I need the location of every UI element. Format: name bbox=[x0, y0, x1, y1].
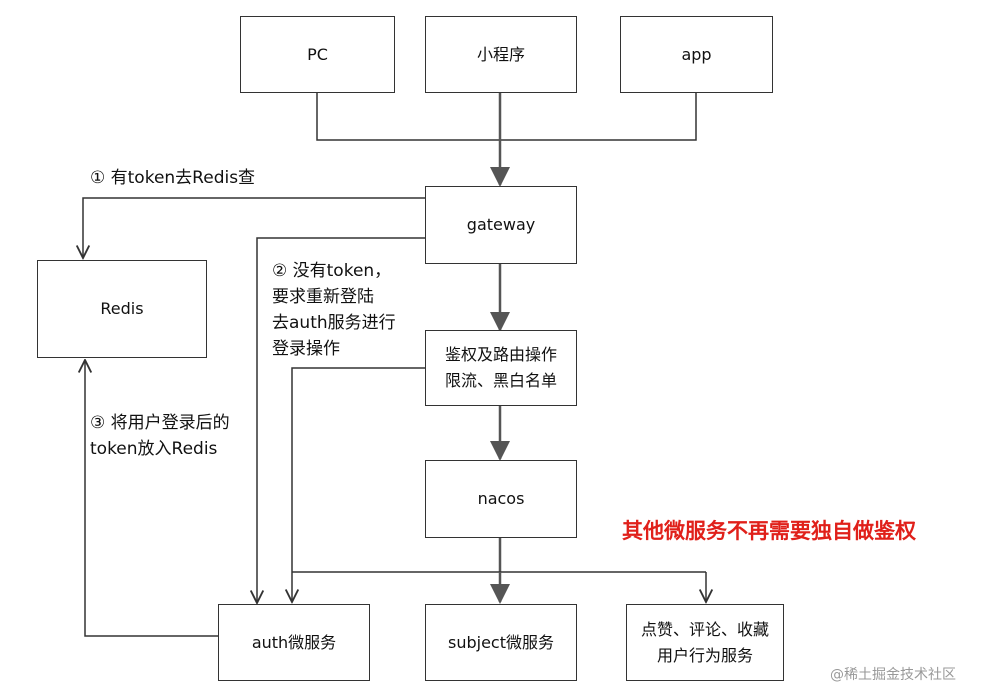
nacos-label: nacos bbox=[477, 489, 525, 509]
gateway-to-auth-service-arrow bbox=[257, 237, 425, 603]
miniprogram-node: 小程序 bbox=[425, 16, 577, 93]
auth-routing-node: 鉴权及路由操作 限流、黑白名单 bbox=[425, 330, 577, 406]
auth-service-label: auth微服务 bbox=[251, 632, 337, 652]
step3-note: ③ 将用户登录后的 token放入Redis bbox=[90, 413, 230, 459]
redis-label: Redis bbox=[100, 299, 144, 319]
redis-node: Redis bbox=[37, 260, 207, 358]
app-label: app bbox=[681, 44, 712, 64]
pc-node: PC bbox=[240, 16, 395, 93]
watermark-text: @稀土掘金技术社区 bbox=[830, 667, 956, 683]
gateway-node: gateway bbox=[425, 186, 577, 264]
auth-routing-label: 鉴权及路由操作 限流、黑白名单 bbox=[444, 345, 557, 390]
behavior-service-label: 点赞、评论、收藏 用户行为服务 bbox=[640, 619, 769, 665]
auth-service-to-redis-arrow bbox=[85, 360, 218, 637]
behavior-service-node: 点赞、评论、收藏 用户行为服务 bbox=[626, 604, 784, 681]
gateway-label: gateway bbox=[466, 215, 536, 235]
miniprogram-label: 小程序 bbox=[476, 44, 525, 64]
nacos-node: nacos bbox=[425, 460, 577, 538]
subject-service-node: subject微服务 bbox=[425, 604, 577, 681]
highlight-note: 其他微服务不再需要独自做鉴权 bbox=[622, 519, 916, 543]
app-node: app bbox=[620, 16, 773, 93]
pc-label: PC bbox=[307, 44, 328, 64]
gateway-to-redis-arrow bbox=[83, 197, 425, 258]
auth-service-node: auth微服务 bbox=[218, 604, 370, 681]
subject-service-label: subject微服务 bbox=[448, 632, 554, 652]
step2-note: ② 没有token， 要求重新登陆 去auth服务进行 登录操作 bbox=[272, 261, 396, 359]
auth-routing-to-auth-service-line bbox=[291, 367, 425, 572]
clients-merge-line bbox=[316, 93, 697, 141]
step1-note: ① 有token去Redis查 bbox=[90, 168, 256, 188]
